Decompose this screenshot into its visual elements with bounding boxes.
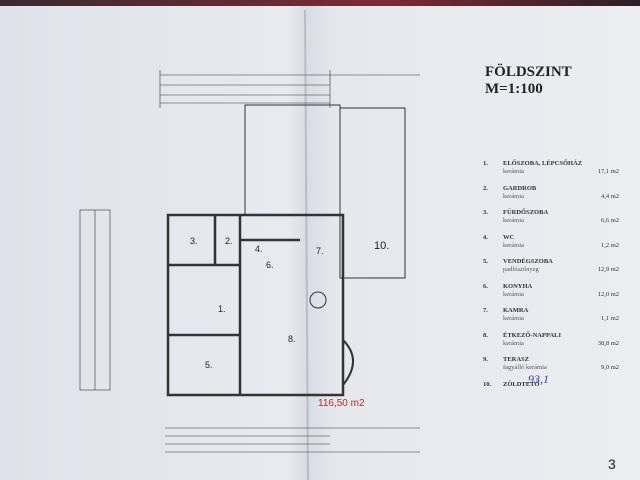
item-number: 6. [483, 282, 488, 290]
room-label-6: 6. [266, 260, 274, 270]
item-material: kerámia [503, 192, 524, 200]
sheet-title: FÖLDSZINT M=1:100 [485, 64, 572, 98]
item-area: 1,2 m2 [600, 241, 619, 249]
item-area: 6,6 m2 [600, 217, 619, 224]
item-number: 7. [483, 307, 488, 314]
item-number: 1. [483, 160, 488, 167]
room-label-4: 4. [255, 244, 263, 254]
item-material: kerámia [503, 290, 524, 298]
item-area: 12,0 m2 [597, 290, 619, 298]
red-area-annotation: 116,50 m2 [318, 398, 365, 409]
item-area: 38,8 m2 [597, 339, 619, 347]
item-material: kerámia [503, 339, 524, 347]
item-area: 17,1 m2 [597, 168, 619, 175]
item-area: 1,1 m2 [600, 315, 619, 322]
item-name: ÉTKEZŐ-NAPPALI [503, 331, 562, 339]
room-label-10: 10. [374, 240, 390, 252]
item-number: 3. [483, 209, 488, 216]
room-label-3: 3. [190, 236, 198, 246]
item-number: 2. [483, 184, 488, 192]
item-number: 8. [483, 331, 488, 339]
item-area: 9,0 m2 [600, 364, 619, 371]
item-name: WC [503, 233, 515, 241]
room-label-1: 1. [218, 304, 226, 314]
item-material: fagyálló kerámia [503, 364, 547, 371]
handwritten-note: 93,1 [528, 372, 549, 386]
item-name: KONYHA [503, 282, 533, 290]
item-material: kerámia [503, 315, 524, 322]
item-number: 10. [483, 380, 492, 388]
item-area: 4,4 m2 [600, 192, 619, 200]
item-name: VENDÉGSZOBA [503, 258, 553, 265]
item-name: TERASZ [503, 356, 530, 363]
item-name: KAMRA [503, 307, 529, 314]
item-name: GARDROB [503, 184, 537, 192]
item-area: 12,9 m2 [597, 266, 619, 273]
room-label-5: 5. [205, 360, 213, 370]
title-text: FÖLDSZINT [485, 64, 572, 80]
page-number: 3 [608, 456, 616, 472]
scale-text: M=1:100 [485, 81, 543, 97]
terrace-and-green-roof [244, 104, 406, 386]
item-number: 5. [483, 258, 488, 265]
paper-fold [304, 9, 309, 480]
room-label-2: 2. [225, 236, 233, 246]
item-number: 4. [483, 233, 488, 241]
item-number: 9. [483, 356, 488, 363]
item-material: kerámia [503, 241, 524, 249]
item-name: ZÖLDTETŐ [503, 380, 540, 388]
left-dimension-lines [79, 209, 111, 391]
bottom-dimension-lines [165, 427, 420, 453]
item-material: padlószőnyeg [503, 266, 539, 273]
top-dimension-lines [159, 70, 420, 108]
item-material: kerámia [503, 217, 524, 224]
item-material: kerámia [503, 168, 524, 175]
item-name: ELŐSZOBA, LÉPCSŐHÁZ [503, 160, 583, 167]
room-label-7: 7. [316, 246, 324, 256]
room-label-8: 8. [288, 334, 296, 344]
legend-item: 10. ZÖLDTETŐ [483, 381, 623, 406]
item-name: FÜRDŐSZOBA [503, 209, 549, 216]
